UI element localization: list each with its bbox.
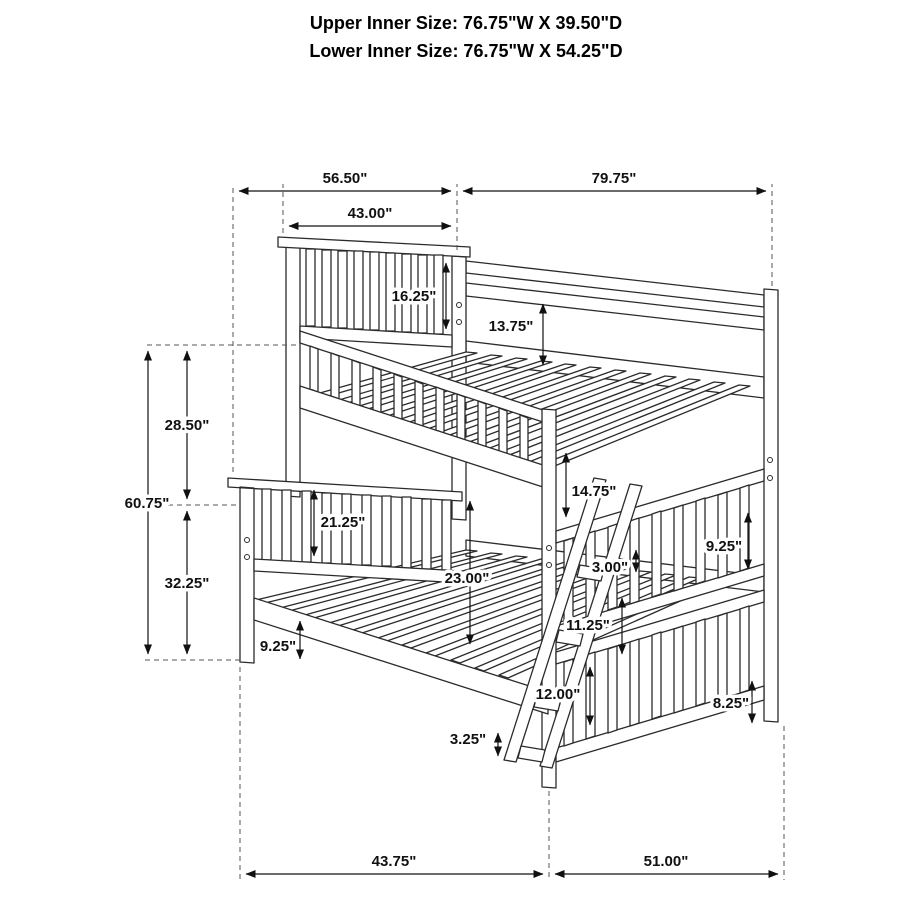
dim-label-guardrail-height: 14.75" — [572, 483, 617, 500]
dim-label-bottom-length: 51.00" — [644, 853, 689, 870]
dim-label-rung-gap-upper: 11.25" — [566, 617, 610, 634]
dim-label-lower-headboard-panel-height: 21.25" — [321, 514, 366, 531]
dim-label-top-width: 56.50" — [323, 170, 368, 187]
dim-label-ladder-top-gap: 3.00" — [592, 559, 628, 576]
dim-label-foot-panel-height: 9.25" — [706, 538, 742, 555]
dim-label-top-length: 79.75" — [592, 170, 637, 187]
dim-label-ladder-foot-offset: 3.25" — [450, 731, 486, 748]
dim-label-headboard-panel-height: 16.25" — [392, 288, 437, 305]
ladder-rungs — [517, 564, 605, 763]
extension-lines — [143, 184, 785, 880]
dim-label-bottom-width: 43.75" — [372, 853, 417, 870]
dim-label-rung-gap-lower: 12.00" — [536, 686, 581, 703]
bolt-holes — [244, 302, 773, 568]
dim-label-side-rail-height: 9.25" — [260, 638, 296, 655]
dim-label-upper-height: 28.50" — [165, 417, 210, 434]
bunk-bed-drawing — [227, 236, 779, 789]
title-upper-inner-size: Upper Inner Size: 76.75"W X 39.50"D — [310, 13, 622, 33]
dim-label-lower-height: 32.25" — [165, 575, 210, 592]
dim-label-foot-rail-height: 8.25" — [713, 695, 749, 712]
lower-headboard-bottom-rail — [253, 558, 463, 584]
ladder-rails — [503, 477, 643, 769]
lower-front-side-rail — [253, 597, 549, 715]
dim-label-back-rail-height: 13.75" — [489, 318, 534, 335]
dim-label-headboard-width: 43.00" — [348, 205, 393, 222]
upper-headboard-cap — [277, 236, 471, 258]
dim-label-bunk-clearance: 23.00" — [445, 570, 490, 587]
title-lower-inner-size: Lower Inner Size: 76.75"W X 54.25"D — [309, 41, 622, 61]
lower-footboard-slats — [563, 605, 750, 747]
dimension-annotations: 56.50" 79.75" 43.00" 16.25" 13.75" 28.50… — [121, 167, 785, 880]
dim-label-overall-height: 60.75" — [125, 495, 170, 512]
lower-headboard-cap-and-post — [227, 477, 463, 664]
